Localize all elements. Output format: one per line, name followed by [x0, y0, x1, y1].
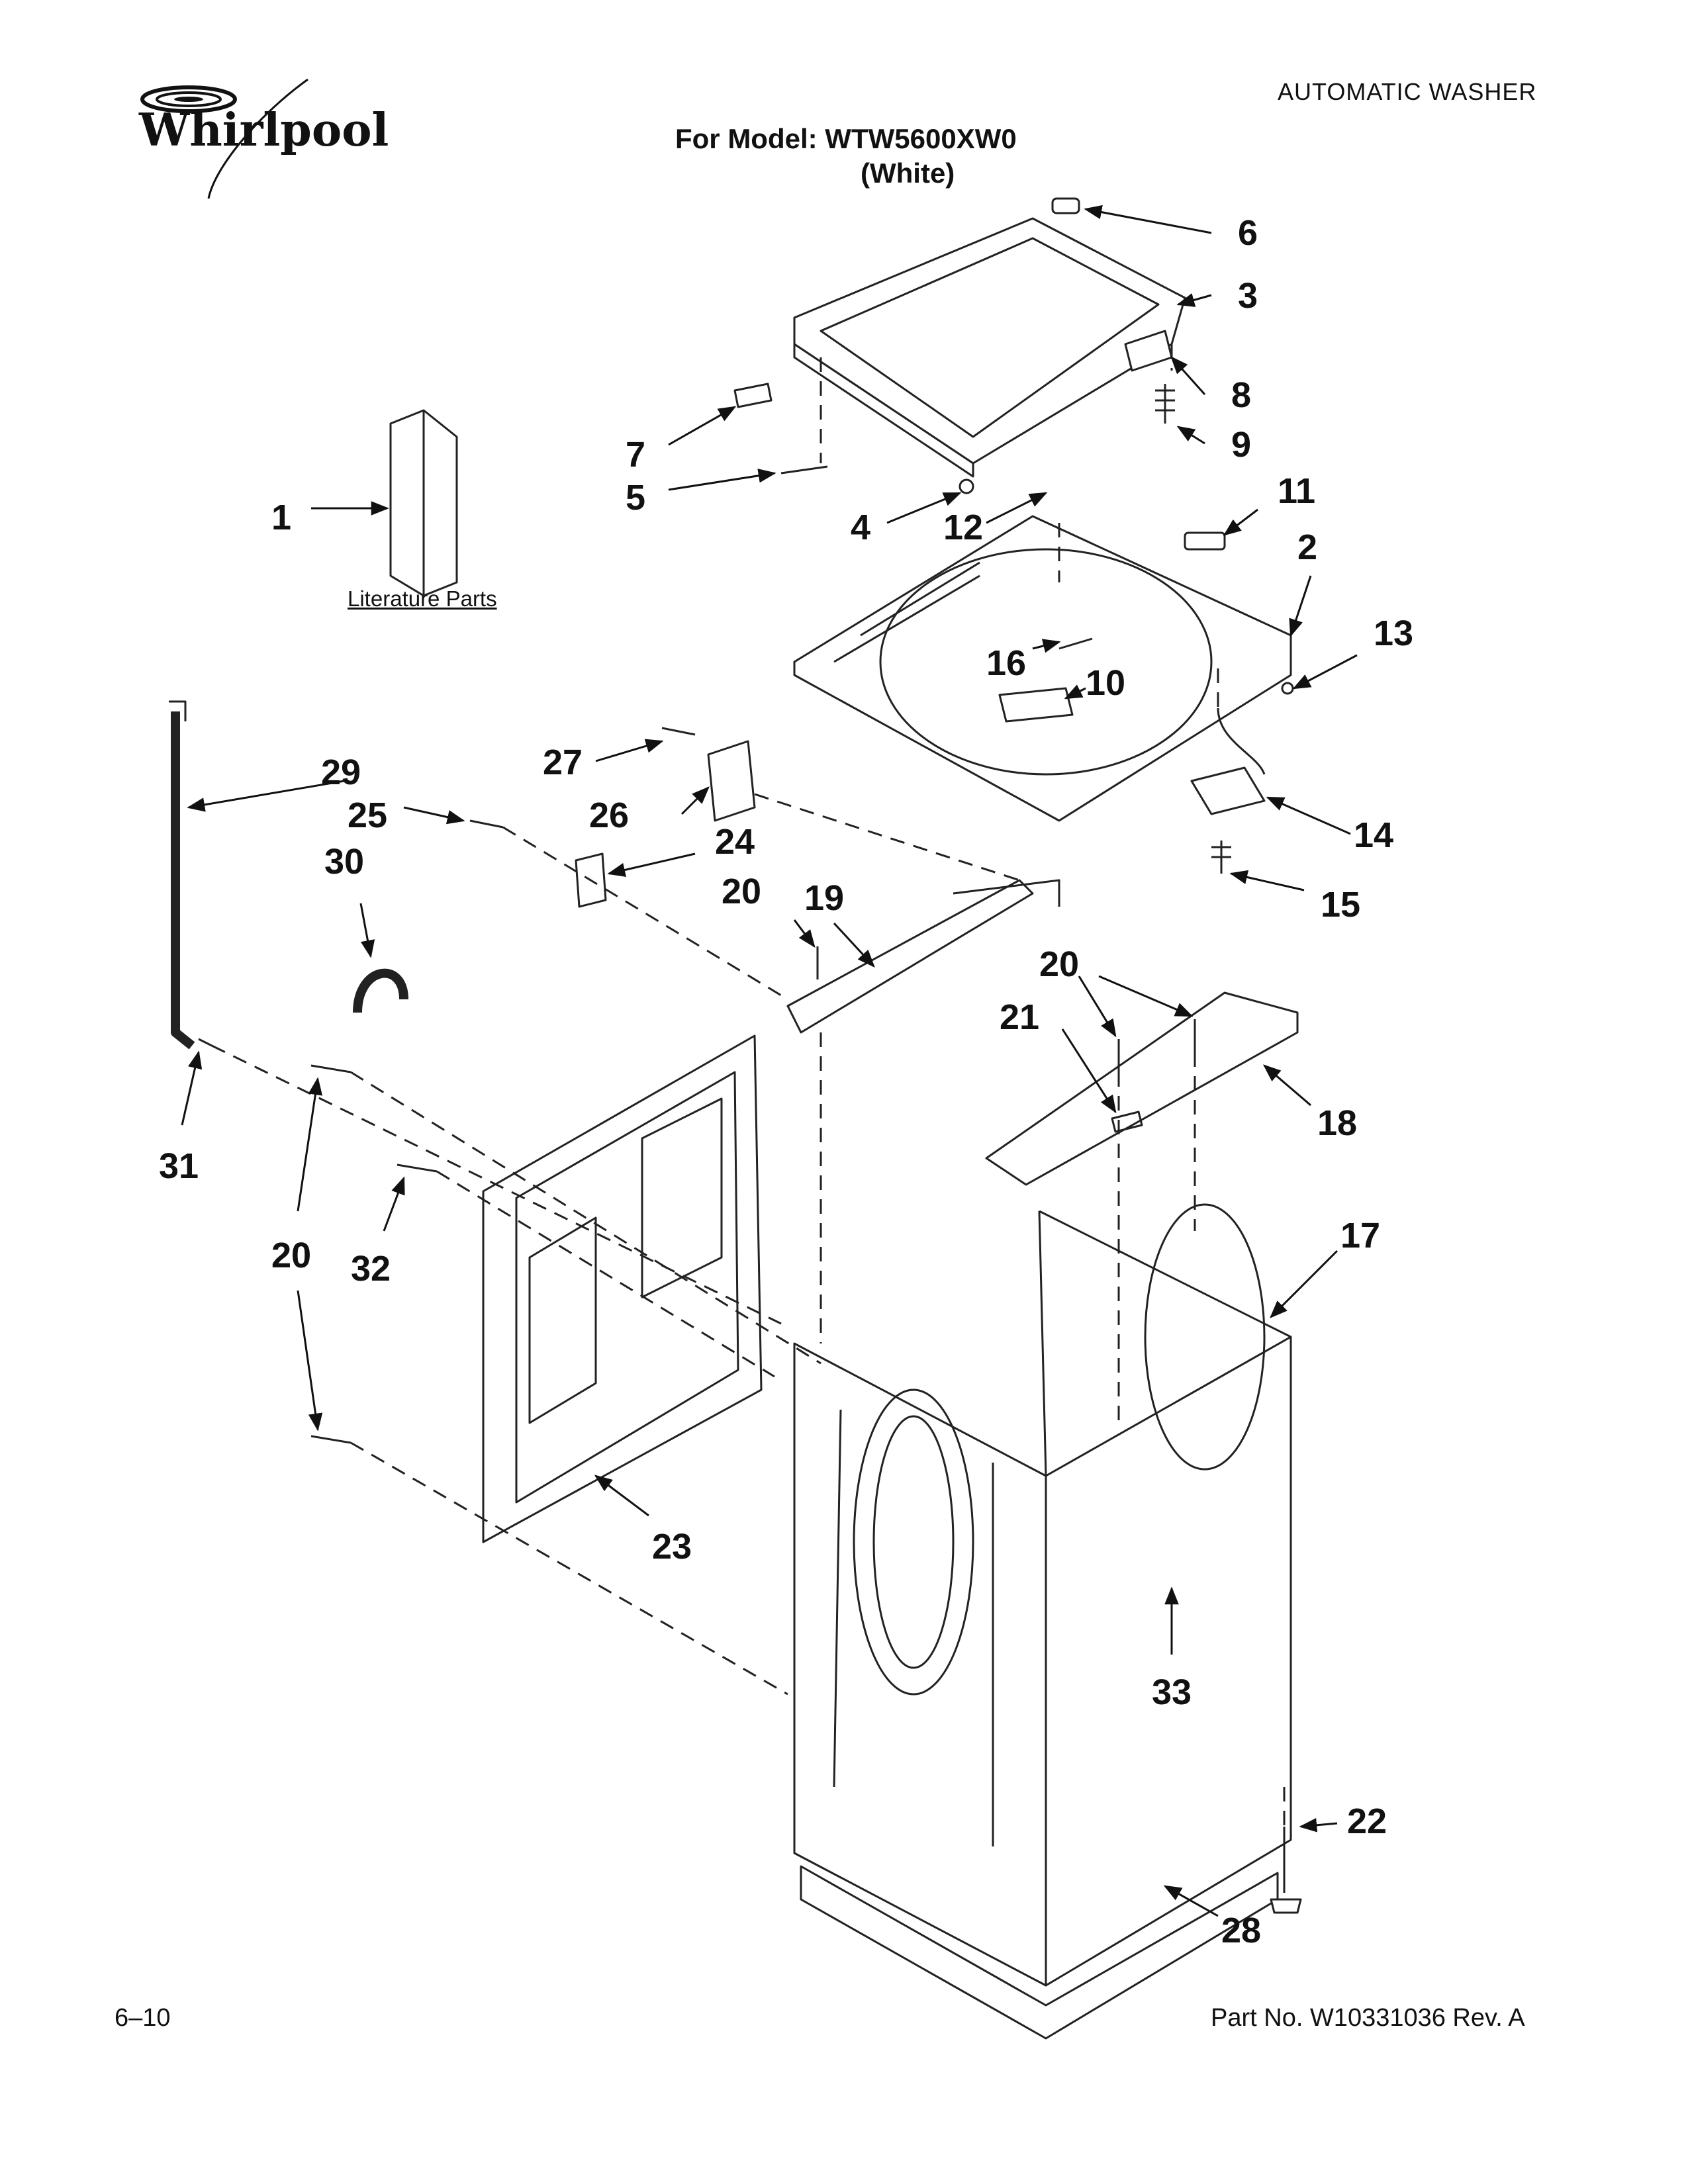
dispenser-10	[998, 687, 1074, 723]
clip-13	[1281, 682, 1294, 695]
callout-33: 33	[1152, 1672, 1192, 1712]
bumper-4	[959, 478, 974, 494]
callout-3: 3	[1238, 276, 1258, 316]
screw-9	[1155, 384, 1175, 424]
callout-11: 11	[1278, 471, 1315, 511]
callout-9: 9	[1231, 425, 1251, 465]
callout-12: 12	[943, 508, 983, 547]
callout-20: 20	[722, 872, 761, 911]
screw-20-upper-left	[310, 1064, 352, 1073]
color-line: (White)	[861, 158, 955, 189]
callout-30: 30	[324, 842, 364, 882]
callout-29: 29	[321, 752, 361, 792]
dispenser-16	[1058, 637, 1093, 650]
callout-17: 17	[1340, 1216, 1380, 1255]
hinge-bolt-7	[733, 383, 773, 408]
callout-24: 24	[715, 822, 755, 862]
callout-13: 13	[1374, 614, 1413, 653]
callout-7: 7	[626, 435, 645, 475]
washer-lid	[793, 217, 1186, 478]
callout-6: 6	[1238, 213, 1258, 253]
washer-cabinet	[793, 1203, 1292, 1987]
whirlpool-logo: Whirlpool	[138, 78, 389, 199]
top-panel	[793, 515, 1292, 822]
callout-20: 20	[271, 1236, 311, 1275]
screw-27	[661, 727, 696, 736]
leveling-foot-22	[1270, 1827, 1302, 1914]
callout-25: 25	[348, 796, 387, 835]
drain-hose	[171, 711, 195, 1050]
document-type: AUTOMATIC WASHER	[1278, 78, 1537, 105]
callout-27: 27	[543, 743, 583, 782]
screw-25	[469, 819, 504, 829]
callout-22: 22	[1347, 1801, 1387, 1841]
callout-4: 4	[851, 508, 870, 547]
callout-8: 8	[1231, 375, 1251, 415]
rear-panel	[482, 1034, 763, 1543]
callout-23: 23	[652, 1527, 692, 1567]
literature-booklet	[389, 409, 458, 597]
callout-15: 15	[1321, 885, 1360, 925]
callout-1: 1	[271, 498, 291, 537]
hinge-part-6	[1051, 197, 1080, 214]
screw-32	[397, 1163, 438, 1173]
control-board	[1190, 766, 1266, 815]
rear-brace-19	[786, 879, 1034, 1034]
callout-20: 20	[271, 1236, 311, 1275]
callout-28: 28	[1221, 1911, 1261, 1950]
callout-10: 10	[1086, 663, 1125, 703]
model-line: For Model: WTW5600XW0	[675, 123, 1017, 154]
front-brace-18	[985, 991, 1299, 1186]
hose-fitting-30	[353, 968, 408, 1013]
callout-14: 14	[1354, 815, 1393, 855]
callout-26: 26	[589, 796, 629, 835]
callout-5: 5	[626, 478, 645, 518]
callout-31: 31	[159, 1146, 199, 1186]
callout-16: 16	[986, 643, 1026, 683]
clip-21	[1111, 1111, 1143, 1133]
callout-32: 32	[351, 1249, 391, 1289]
page-number: 6–10	[115, 2004, 171, 2032]
screw-20-lower-left	[310, 1435, 352, 1444]
callout-18: 18	[1317, 1103, 1357, 1143]
callout-21: 21	[1000, 997, 1039, 1037]
clamp-31	[198, 1038, 212, 1047]
callout-20: 20	[1039, 944, 1079, 984]
bracket-26	[707, 740, 756, 822]
part-number: Part No. W10331036 Rev. A	[1211, 2004, 1525, 2032]
svg-text:Whirlpool: Whirlpool	[138, 104, 389, 157]
callout-19: 19	[804, 878, 844, 918]
callout-2: 2	[1297, 527, 1317, 567]
hinge-pin-5	[780, 465, 828, 475]
screw-15	[1211, 841, 1231, 874]
